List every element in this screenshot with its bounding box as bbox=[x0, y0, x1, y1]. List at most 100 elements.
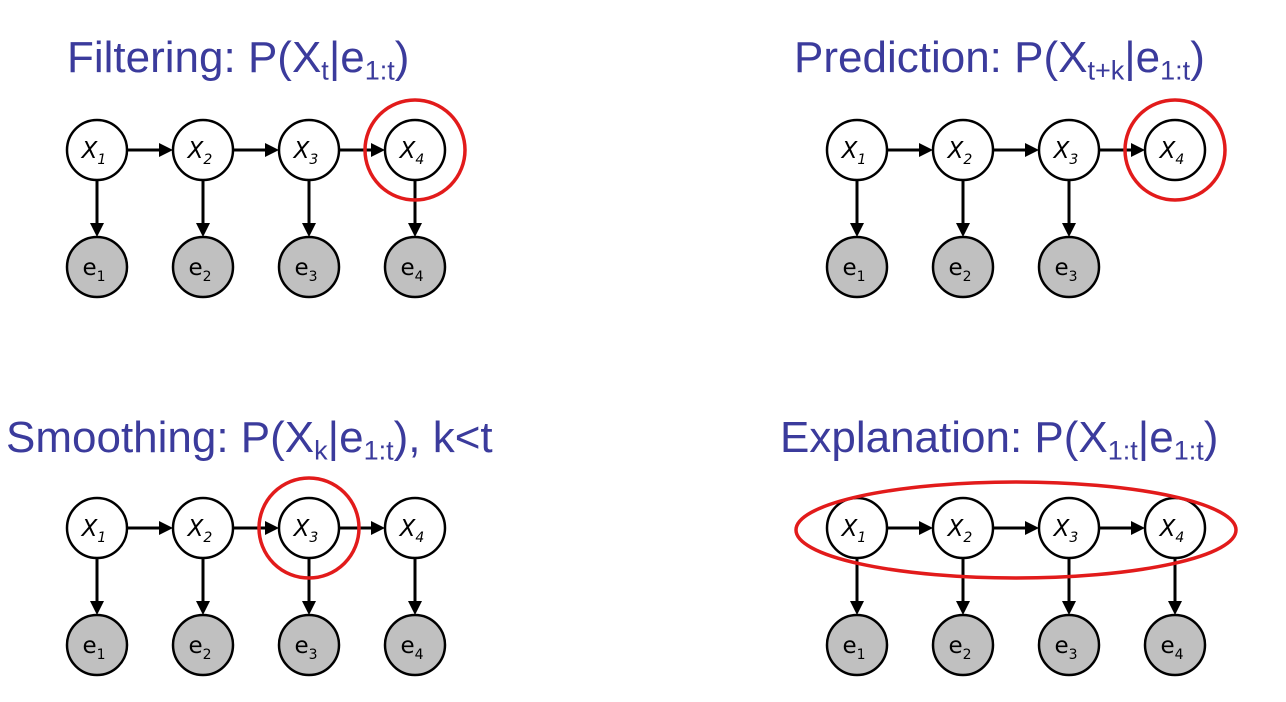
evidence-node-e4 bbox=[383, 235, 447, 299]
evidence-node-e2 bbox=[171, 613, 235, 677]
transition-arrowhead bbox=[371, 521, 385, 535]
emission-arrowhead bbox=[1168, 601, 1182, 615]
evidence-node-e1 bbox=[65, 613, 129, 677]
state-label-x1: X1 bbox=[841, 516, 867, 546]
state-label-x2: X2 bbox=[947, 138, 973, 168]
title-sub-query: k bbox=[314, 435, 328, 466]
query-highlight-circle bbox=[363, 98, 467, 202]
title-name: Filtering bbox=[67, 33, 224, 82]
transition-arrowhead bbox=[265, 143, 279, 157]
title-bar: |e bbox=[1137, 413, 1174, 462]
evidence-label-e1: e1 bbox=[842, 255, 865, 285]
evidence-node-e2 bbox=[171, 235, 235, 299]
state-label-x2: X2 bbox=[187, 516, 213, 546]
evidence-node-e4 bbox=[1143, 613, 1207, 677]
state-node-x3 bbox=[1037, 118, 1101, 182]
transition-arrowhead bbox=[919, 521, 933, 535]
state-label-x4: X4 bbox=[1159, 138, 1185, 168]
filtering-title: Filtering: P(Xt|e1:t) bbox=[67, 33, 409, 85]
emission-arrowhead bbox=[408, 223, 422, 237]
title-end: ), k<t bbox=[393, 413, 493, 462]
state-node-x4 bbox=[383, 118, 447, 182]
emission-arrowhead bbox=[408, 601, 422, 615]
evidence-label-e2: e2 bbox=[948, 255, 971, 285]
emission-arrowhead bbox=[302, 601, 316, 615]
title-bar: |e bbox=[328, 33, 365, 82]
title-sep: : P(X bbox=[989, 33, 1088, 82]
evidence-node-e3 bbox=[1037, 235, 1101, 299]
transition-arrowhead bbox=[159, 143, 173, 157]
evidence-label-e3: e3 bbox=[294, 255, 317, 285]
query-highlight-circle bbox=[257, 476, 361, 580]
evidence-label-e1: e1 bbox=[82, 255, 105, 285]
evidence-label-e2: e2 bbox=[948, 633, 971, 663]
emission-arrowhead bbox=[90, 223, 104, 237]
state-node-x2 bbox=[931, 496, 995, 560]
title-sub-evidence: 1:t bbox=[364, 55, 395, 86]
prediction-title: Prediction: P(Xt+k|e1:t) bbox=[794, 33, 1205, 85]
transition-arrowhead bbox=[919, 143, 933, 157]
title-end: ) bbox=[1203, 413, 1219, 462]
title-sub-evidence: 1:t bbox=[1173, 435, 1204, 466]
emission-arrowhead bbox=[956, 601, 970, 615]
state-node-x1 bbox=[65, 496, 129, 560]
state-label-x3: X3 bbox=[293, 516, 319, 546]
evidence-label-e3: e3 bbox=[294, 633, 317, 663]
title-sub-evidence: 1:t bbox=[1160, 55, 1191, 86]
query-highlight-ellipse bbox=[794, 480, 1238, 580]
evidence-label-e4: e4 bbox=[400, 255, 423, 285]
query-highlight-circle bbox=[1123, 98, 1227, 202]
title-name: Explanation bbox=[780, 413, 1010, 462]
explanation-title: Explanation: P(X1:t|e1:t) bbox=[780, 413, 1219, 465]
state-node-x3 bbox=[277, 118, 341, 182]
evidence-node-e2 bbox=[931, 613, 995, 677]
emission-arrowhead bbox=[196, 223, 210, 237]
evidence-node-e3 bbox=[277, 235, 341, 299]
emission-arrowhead bbox=[90, 601, 104, 615]
transition-arrowhead bbox=[159, 521, 173, 535]
evidence-label-e3: e3 bbox=[1054, 633, 1077, 663]
evidence-label-e3: e3 bbox=[1054, 255, 1077, 285]
state-node-x2 bbox=[171, 118, 235, 182]
evidence-label-e1: e1 bbox=[82, 633, 105, 663]
evidence-label-e4: e4 bbox=[400, 633, 423, 663]
transition-arrowhead bbox=[1131, 143, 1145, 157]
state-node-x2 bbox=[171, 496, 235, 560]
state-node-x3 bbox=[277, 496, 341, 560]
emission-arrowhead bbox=[302, 223, 316, 237]
state-node-x1 bbox=[825, 118, 889, 182]
title-sep: : P(X bbox=[223, 33, 322, 82]
evidence-label-e1: e1 bbox=[842, 633, 865, 663]
title-bar: |e bbox=[327, 413, 364, 462]
state-label-x3: X3 bbox=[1053, 138, 1079, 168]
state-label-x4: X4 bbox=[1159, 516, 1185, 546]
state-label-x2: X2 bbox=[947, 516, 973, 546]
title-sub-query: t+k bbox=[1087, 55, 1125, 86]
transition-arrowhead bbox=[371, 143, 385, 157]
state-node-x2 bbox=[931, 118, 995, 182]
evidence-node-e1 bbox=[825, 613, 889, 677]
evidence-label-e4: e4 bbox=[1160, 633, 1183, 663]
evidence-node-e1 bbox=[65, 235, 129, 299]
title-sub-query: 1:t bbox=[1107, 435, 1138, 466]
emission-arrowhead bbox=[196, 601, 210, 615]
state-node-x4 bbox=[383, 496, 447, 560]
evidence-node-e3 bbox=[277, 613, 341, 677]
state-label-x3: X3 bbox=[293, 138, 319, 168]
title-sub-evidence: 1:t bbox=[363, 435, 394, 466]
evidence-node-e3 bbox=[1037, 613, 1101, 677]
evidence-node-e4 bbox=[383, 613, 447, 677]
evidence-node-e1 bbox=[825, 235, 889, 299]
emission-arrowhead bbox=[1062, 223, 1076, 237]
state-label-x2: X2 bbox=[187, 138, 213, 168]
title-end: ) bbox=[1190, 33, 1205, 82]
title-sub-query: t bbox=[321, 55, 329, 86]
state-label-x4: X4 bbox=[399, 516, 425, 546]
transition-arrowhead bbox=[1025, 521, 1039, 535]
transition-arrowhead bbox=[265, 521, 279, 535]
emission-arrowhead bbox=[850, 601, 864, 615]
state-node-x4 bbox=[1143, 118, 1207, 182]
state-label-x1: X1 bbox=[81, 516, 107, 546]
state-label-x3: X3 bbox=[1053, 516, 1079, 546]
